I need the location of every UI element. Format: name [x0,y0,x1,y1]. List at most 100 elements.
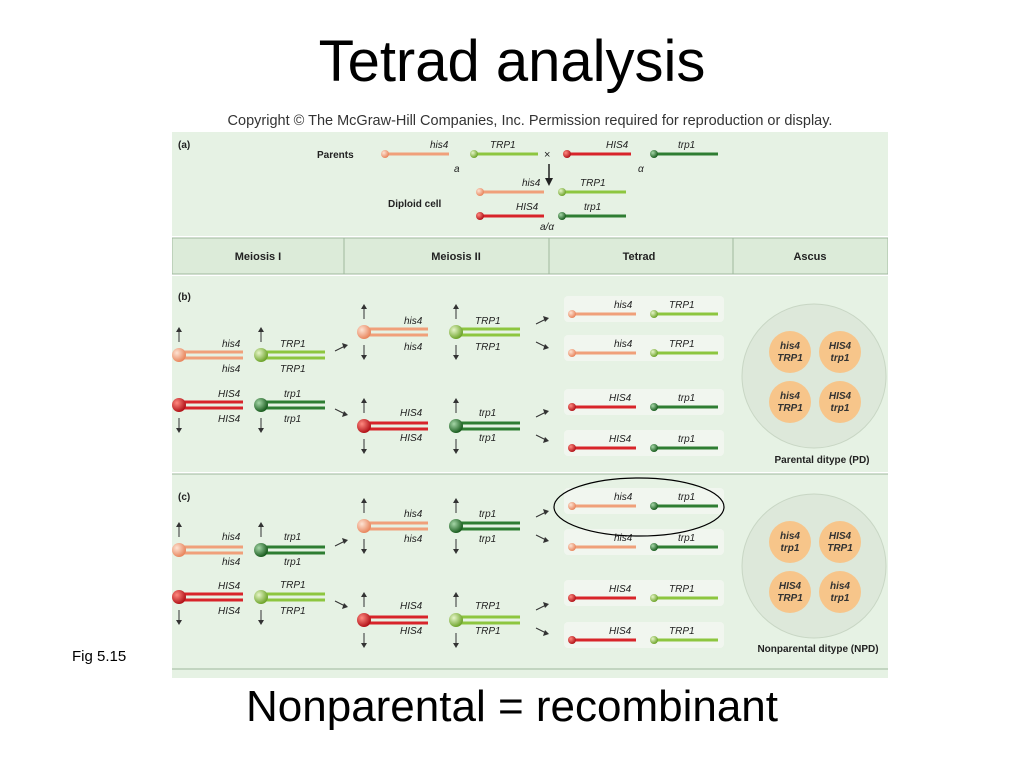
mating-type-a: a [454,164,460,175]
mating-type-alpha: α [638,164,644,175]
gene-label: his4 [522,178,541,189]
gene-label: HIS4 [516,202,539,213]
cross-symbol: × [544,149,550,161]
gene-label: TRP1 [280,606,306,617]
spore-label: his4 [830,581,850,592]
gene-label: TRP1 [475,626,501,637]
highlight-oval [553,477,725,537]
tetrad-figure: Copyright © The McGraw-Hill Companies, I… [170,104,889,678]
ascus-label-npd: Nonparental ditype (NPD) [757,644,878,655]
gene-label: his4 [404,534,423,545]
column-header-tetrad: Tetrad [623,251,656,263]
gene-label: TRP1 [669,584,695,595]
gene-label: trp1 [284,557,301,568]
column-header-bar [171,237,889,275]
spore-label: trp1 [831,593,850,604]
gene-label: HIS4 [609,584,632,595]
gene-label: his4 [222,532,241,543]
gene-label: TRP1 [490,140,516,151]
gene-label: trp1 [479,509,496,520]
spore [819,331,861,373]
gene-label: HIS4 [400,601,423,612]
gene-label: his4 [222,557,241,568]
panel-c-ascus: his4 trp1 HIS4 TRP1 HIS4 TRP1 his4 trp1 … [741,493,887,655]
spore [769,571,811,613]
spore-label: his4 [780,531,800,542]
spore-label: HIS4 [829,531,852,542]
gene-label: HIS4 [609,393,632,404]
parents-to-diploid-arrow [545,164,553,186]
gene-label: his4 [404,342,423,353]
panel-a-tag: (a) [178,140,190,151]
column-header-ascus: Ascus [793,251,826,263]
gene-label: HIS4 [609,626,632,637]
spore [769,521,811,563]
gene-label: TRP1 [669,626,695,637]
panel-b-meiosis-i: his4 his4 TRP1 TRP1 HIS4 HIS4 trp1 trp1 [170,326,349,434]
panel-c-tag: (c) [178,492,190,503]
spore-label: TRP1 [777,353,803,364]
parent-a-chromosomes: his4 TRP1 a [379,140,540,175]
column-header-meiosis-ii: Meiosis II [431,251,481,263]
gene-label: HIS4 [218,606,241,617]
panel-b-tag: (b) [178,292,191,303]
gene-label: his4 [404,509,423,520]
slide-title: Tetrad analysis [318,29,706,94]
panel-a-background [172,132,888,236]
gene-label: trp1 [479,433,496,444]
parent-alpha-chromosomes: HIS4 trp1 α [561,140,720,175]
spore [819,571,861,613]
gene-label: TRP1 [280,580,306,591]
gene-label: TRP1 [475,342,501,353]
gene-label: HIS4 [218,581,241,592]
gene-label: HIS4 [400,408,423,419]
gene-label: TRP1 [669,339,695,350]
panel-c-meiosis-i: his4 his4 trp1 trp1 HIS4 HIS4 TRP1 TRP1 [170,521,349,626]
gene-label: trp1 [678,492,695,503]
gene-label: trp1 [284,532,301,543]
spore [769,381,811,423]
gene-label: trp1 [678,533,695,544]
ascus-label-pd: Parental ditype (PD) [774,455,869,466]
gene-label: HIS4 [400,626,423,637]
gene-label: trp1 [479,534,496,545]
gene-label: HIS4 [606,140,629,151]
gene-label: HIS4 [400,433,423,444]
panel-b-ascus: his4 TRP1 HIS4 trp1 his4 TRP1 HIS4 trp1 … [741,303,887,466]
parents-label: Parents [317,150,354,161]
spore-label: trp1 [831,353,850,364]
diploid-chromosomes: his4 TRP1 HIS4 trp1 a/α [474,178,628,233]
spore-label: TRP1 [777,593,803,604]
gene-label: his4 [404,316,423,327]
gene-label: his4 [614,339,633,350]
spore-label: his4 [780,341,800,352]
spore-label: TRP1 [777,403,803,414]
spore-label: trp1 [781,543,800,554]
figure-label: Fig 5.15 [72,648,127,665]
gene-label: trp1 [678,434,695,445]
spore-label: trp1 [831,403,850,414]
gene-label: TRP1 [280,364,306,375]
panel-b-tetrad: his4 TRP1 his4 TRP1 HIS4 trp1 HIS4 trp1 [564,296,724,456]
gene-label: his4 [614,492,633,503]
gene-label: TRP1 [669,300,695,311]
spore-label: his4 [780,391,800,402]
gene-label: trp1 [584,202,601,213]
gene-label: TRP1 [580,178,606,189]
gene-label: HIS4 [218,389,241,400]
gene-label: trp1 [284,414,301,425]
copyright-notice: Copyright © The McGraw-Hill Companies, I… [228,113,833,129]
gene-label: his4 [614,533,633,544]
gene-label: trp1 [678,140,695,151]
gene-label: HIS4 [218,414,241,425]
mating-type-diploid: a/α [540,222,554,233]
gene-label: his4 [222,339,241,350]
gene-label: TRP1 [475,316,501,327]
gene-label: his4 [222,364,241,375]
spore [819,381,861,423]
spore [819,521,861,563]
gene-label: TRP1 [475,601,501,612]
spore-label: HIS4 [829,391,852,402]
tetrad-diagram: Copyright © The McGraw-Hill Companies, I… [170,113,889,678]
panel-c-meiosis-ii: his4 his4 trp1 trp1 HIS4 HIS4 TRP1 TRP1 [355,497,550,649]
